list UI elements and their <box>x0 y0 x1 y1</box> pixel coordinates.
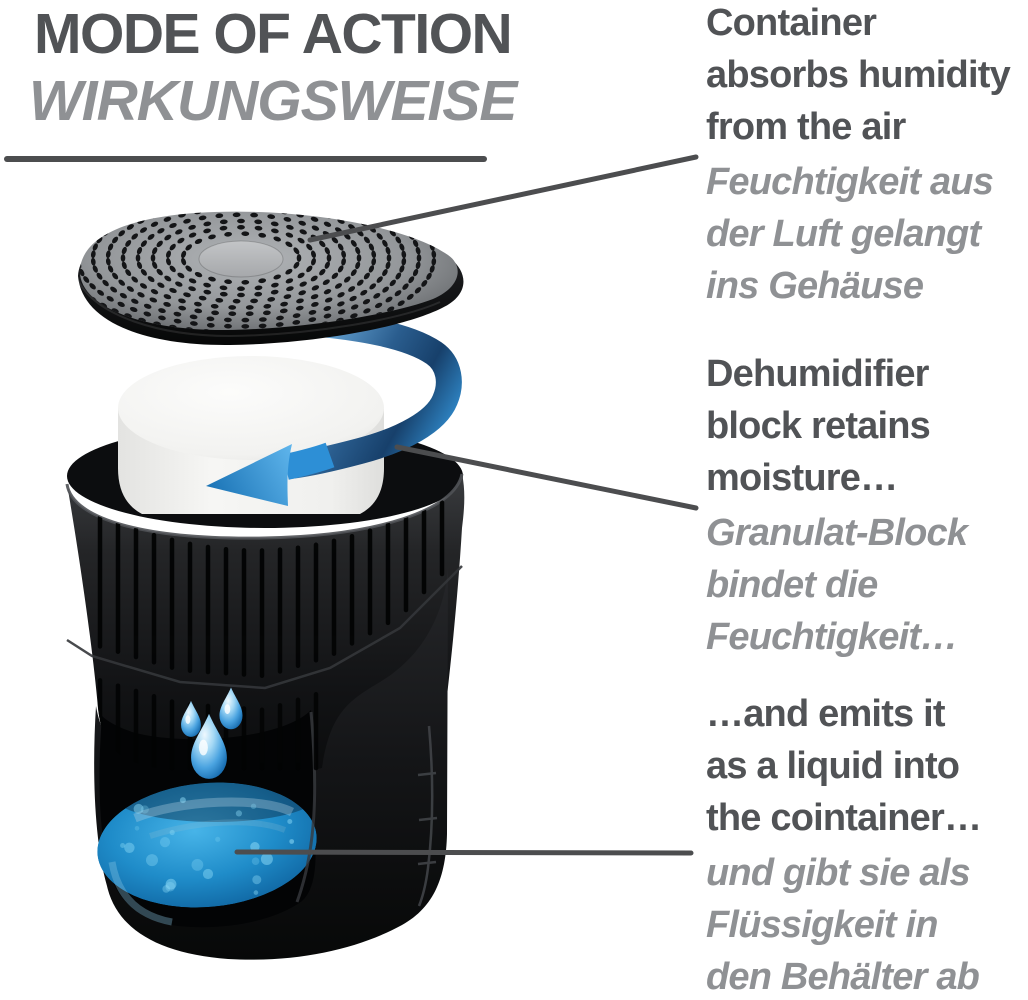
title-underline <box>4 156 487 162</box>
annotation-en-text: Dehumidifier block retains moisture… <box>706 348 1028 504</box>
annotation-de-text: Granulat-Block bindet die Feuchtigkeit… <box>706 507 1028 663</box>
page-subtitle: WIRKUNGSWEISE <box>29 73 516 130</box>
annotation-en-text: Container absorbs humidity from the air <box>706 0 1028 153</box>
connector-line-lid <box>310 157 696 240</box>
annotation-de-text: Feuchtigkeit aus der Luft gelangt ins Ge… <box>706 156 1028 312</box>
annotation-container-absorbs: Container absorbs humidity from the air … <box>706 0 1028 312</box>
annotation-emits-liquid: …and emits it as a liquid into the coint… <box>706 688 1028 1000</box>
lid <box>46 175 464 345</box>
annotation-block-retains: Dehumidifier block retains moisture… Gra… <box>706 348 1028 663</box>
lid-center-disc <box>199 241 283 277</box>
annotation-de-text: und gibt sie als Flüssigkeit in den Behä… <box>706 847 1028 1000</box>
connector-line-pool <box>237 852 691 853</box>
page-title: MODE OF ACTION <box>34 6 511 63</box>
annotation-en-text: …and emits it as a liquid into the coint… <box>706 688 1028 844</box>
